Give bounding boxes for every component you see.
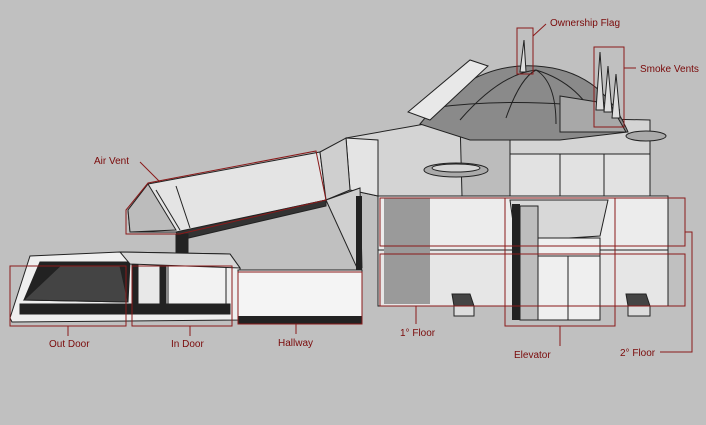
- flag-antenna: [520, 40, 526, 72]
- smoke-vent-2: [604, 66, 612, 112]
- smoke-vent-3: [612, 74, 620, 118]
- shaded-wall-panel: [384, 198, 430, 304]
- label-out-door: Out Door: [49, 339, 90, 350]
- label-second-floor: 2° Floor: [620, 348, 656, 359]
- label-smoke-vents: Smoke Vents: [640, 64, 699, 75]
- step-left: [452, 294, 474, 306]
- hallway-block: [238, 270, 362, 324]
- label-in-door: In Door: [171, 339, 204, 350]
- label-first-floor: 1° Floor: [400, 328, 436, 339]
- label-air-vent: Air Vent: [94, 156, 129, 167]
- elevator-shaft: [538, 238, 600, 320]
- elevator-door-left: [520, 206, 538, 320]
- elevator-side: [512, 204, 520, 320]
- label-ownership-flag: Ownership Flag: [550, 18, 620, 29]
- step-right: [626, 294, 650, 306]
- smoke-vent-1: [596, 52, 604, 110]
- label-elevator: Elevator: [514, 350, 551, 361]
- label-hallway: Hallway: [278, 338, 313, 349]
- building-illustration: [10, 40, 668, 324]
- saucer-right: [626, 131, 666, 141]
